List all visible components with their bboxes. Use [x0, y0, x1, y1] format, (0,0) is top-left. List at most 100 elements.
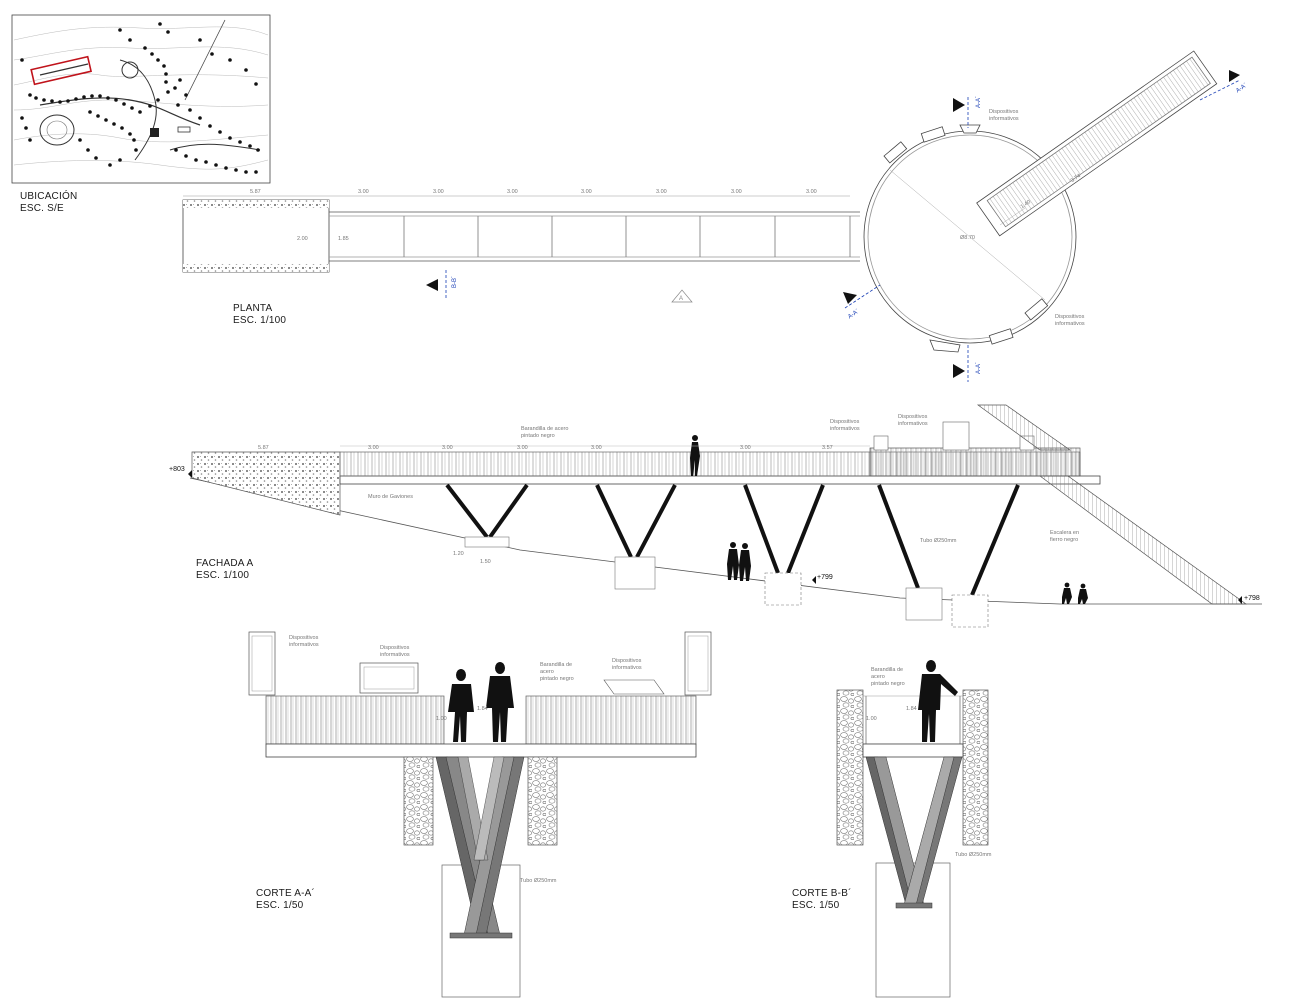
site-tree — [204, 160, 208, 164]
plan-section-markers: B-B´ A-A´ A-A´ A-A´ A-A´ A — [426, 70, 1248, 382]
ubicacion-title: UBICACIÓN ESC. S/E — [20, 191, 77, 215]
site-tree — [86, 148, 90, 152]
site-path-1 — [39, 97, 201, 126]
aa-railing-3: pintado negro — [540, 676, 574, 682]
site-tree — [130, 106, 134, 110]
marker-elevation-label: A — [679, 296, 683, 302]
facade-columns — [445, 483, 1020, 596]
marker-bb-label: B-B´ — [452, 276, 458, 288]
corte-aa-name: CORTE A-A´ — [256, 888, 316, 899]
site-tree — [234, 168, 238, 172]
bb-deck — [862, 743, 964, 758]
level-mid: +799 — [817, 574, 833, 581]
fachada-title: FACHADA A ESC. 1/100 — [196, 558, 253, 582]
aa-devices-r1: Dispositivos — [612, 658, 642, 664]
site-tree — [78, 138, 82, 142]
site-path-2 — [119, 59, 157, 161]
person-children — [1062, 582, 1088, 604]
site-tree — [188, 108, 192, 112]
site-tree — [118, 28, 122, 32]
site-tree — [178, 78, 182, 82]
bb-wall-left — [836, 689, 864, 846]
site-tree — [194, 158, 198, 162]
site-tree — [244, 68, 248, 72]
plan-stair-width: 1.40 — [1020, 199, 1032, 210]
site-tree — [24, 126, 28, 130]
marker-aa-bottom: A-A´ — [953, 345, 982, 382]
bb-base-plate — [895, 902, 933, 909]
site-trees — [20, 22, 260, 174]
plan-gabion — [182, 199, 330, 273]
plan-device-top-1: Dispositivos — [989, 109, 1019, 115]
site-tree — [128, 38, 132, 42]
site-tree — [218, 130, 222, 134]
bb-railing-frame — [862, 695, 964, 745]
site-tree — [98, 94, 102, 98]
facade-gabion-label: Muro de Gaviones — [368, 494, 413, 500]
facade-people — [690, 435, 1088, 604]
aa-device-right — [684, 631, 712, 696]
site-tree — [104, 118, 108, 122]
site-tree — [198, 116, 202, 120]
site-tree — [42, 98, 46, 102]
site-tree — [28, 93, 32, 97]
aa-person-man — [486, 662, 514, 742]
site-tree — [158, 22, 162, 26]
site-tree — [90, 94, 94, 98]
site-tree — [164, 80, 168, 84]
facade-railing-2: pintado negro — [521, 433, 555, 439]
plan-dims-2: 3.00 — [433, 189, 444, 195]
ubicacion-scale: ESC. S/E — [20, 203, 64, 214]
site-tree — [150, 52, 154, 56]
site-tree — [82, 95, 86, 99]
aa-wall-left — [403, 756, 434, 846]
site-tree — [210, 52, 214, 56]
facade-foot-w: 1.50 — [480, 559, 491, 565]
site-plan-frame — [11, 14, 271, 184]
aa-base-plate — [449, 932, 513, 939]
site-tree — [112, 122, 116, 126]
bb-person — [918, 660, 958, 742]
site-tree — [254, 82, 258, 86]
site-tree — [214, 163, 218, 167]
plan-dims-0: 5.87 — [250, 189, 261, 195]
aa-railing-left — [265, 695, 445, 745]
aa-device-center — [359, 662, 419, 694]
marker-aa-bottom-label: A-A´ — [976, 362, 982, 374]
aa-devices-c2: informativos — [380, 652, 410, 658]
site-tree — [88, 110, 92, 114]
site-tree — [174, 148, 178, 152]
facade-stair-2: fierro negro — [1050, 537, 1078, 543]
site-walkway — [39, 63, 89, 76]
marker-bb: B-B´ — [426, 270, 458, 300]
corte-aa-scale: ESC. 1/50 — [256, 900, 304, 911]
aa-devices-c1: Dispositivos — [380, 645, 410, 651]
site-tree — [28, 138, 32, 142]
aa-h-person: 1.84 — [477, 706, 488, 712]
bb-h-rail: 1.00 — [866, 716, 877, 722]
facade-devices-b-1: Dispositivos — [898, 414, 928, 420]
bb-railing-1: Barandilla de — [871, 667, 903, 673]
corte-bb-scale: ESC. 1/50 — [792, 900, 840, 911]
corte-aa-title: CORTE A-A´ ESC. 1/50 — [256, 888, 315, 912]
person-walker — [690, 435, 700, 476]
corte-bb-title: CORTE B-B´ ESC. 1/50 — [792, 888, 852, 912]
plan-device-bottom-2: informativos — [1055, 321, 1085, 327]
section-bb-view — [836, 660, 989, 998]
facade-dims-2: 3.00 — [442, 445, 453, 451]
site-tree — [254, 170, 258, 174]
site-roundabout-inner — [46, 120, 68, 140]
site-plan — [11, 14, 271, 184]
aa-devices-r2: informativos — [612, 665, 642, 671]
facade-dims-3: 3.00 — [517, 445, 528, 451]
bb-railing-2: acero — [871, 674, 885, 680]
site-tree — [132, 138, 136, 142]
section-aa-view — [248, 631, 712, 998]
site-tree — [20, 116, 24, 120]
plan-dims-4: 3.00 — [581, 189, 592, 195]
facade-ground — [189, 477, 1262, 605]
person-couple — [727, 542, 751, 581]
plan-stair-dim: 3.74 — [1070, 173, 1082, 184]
aa-device-left — [248, 631, 276, 696]
